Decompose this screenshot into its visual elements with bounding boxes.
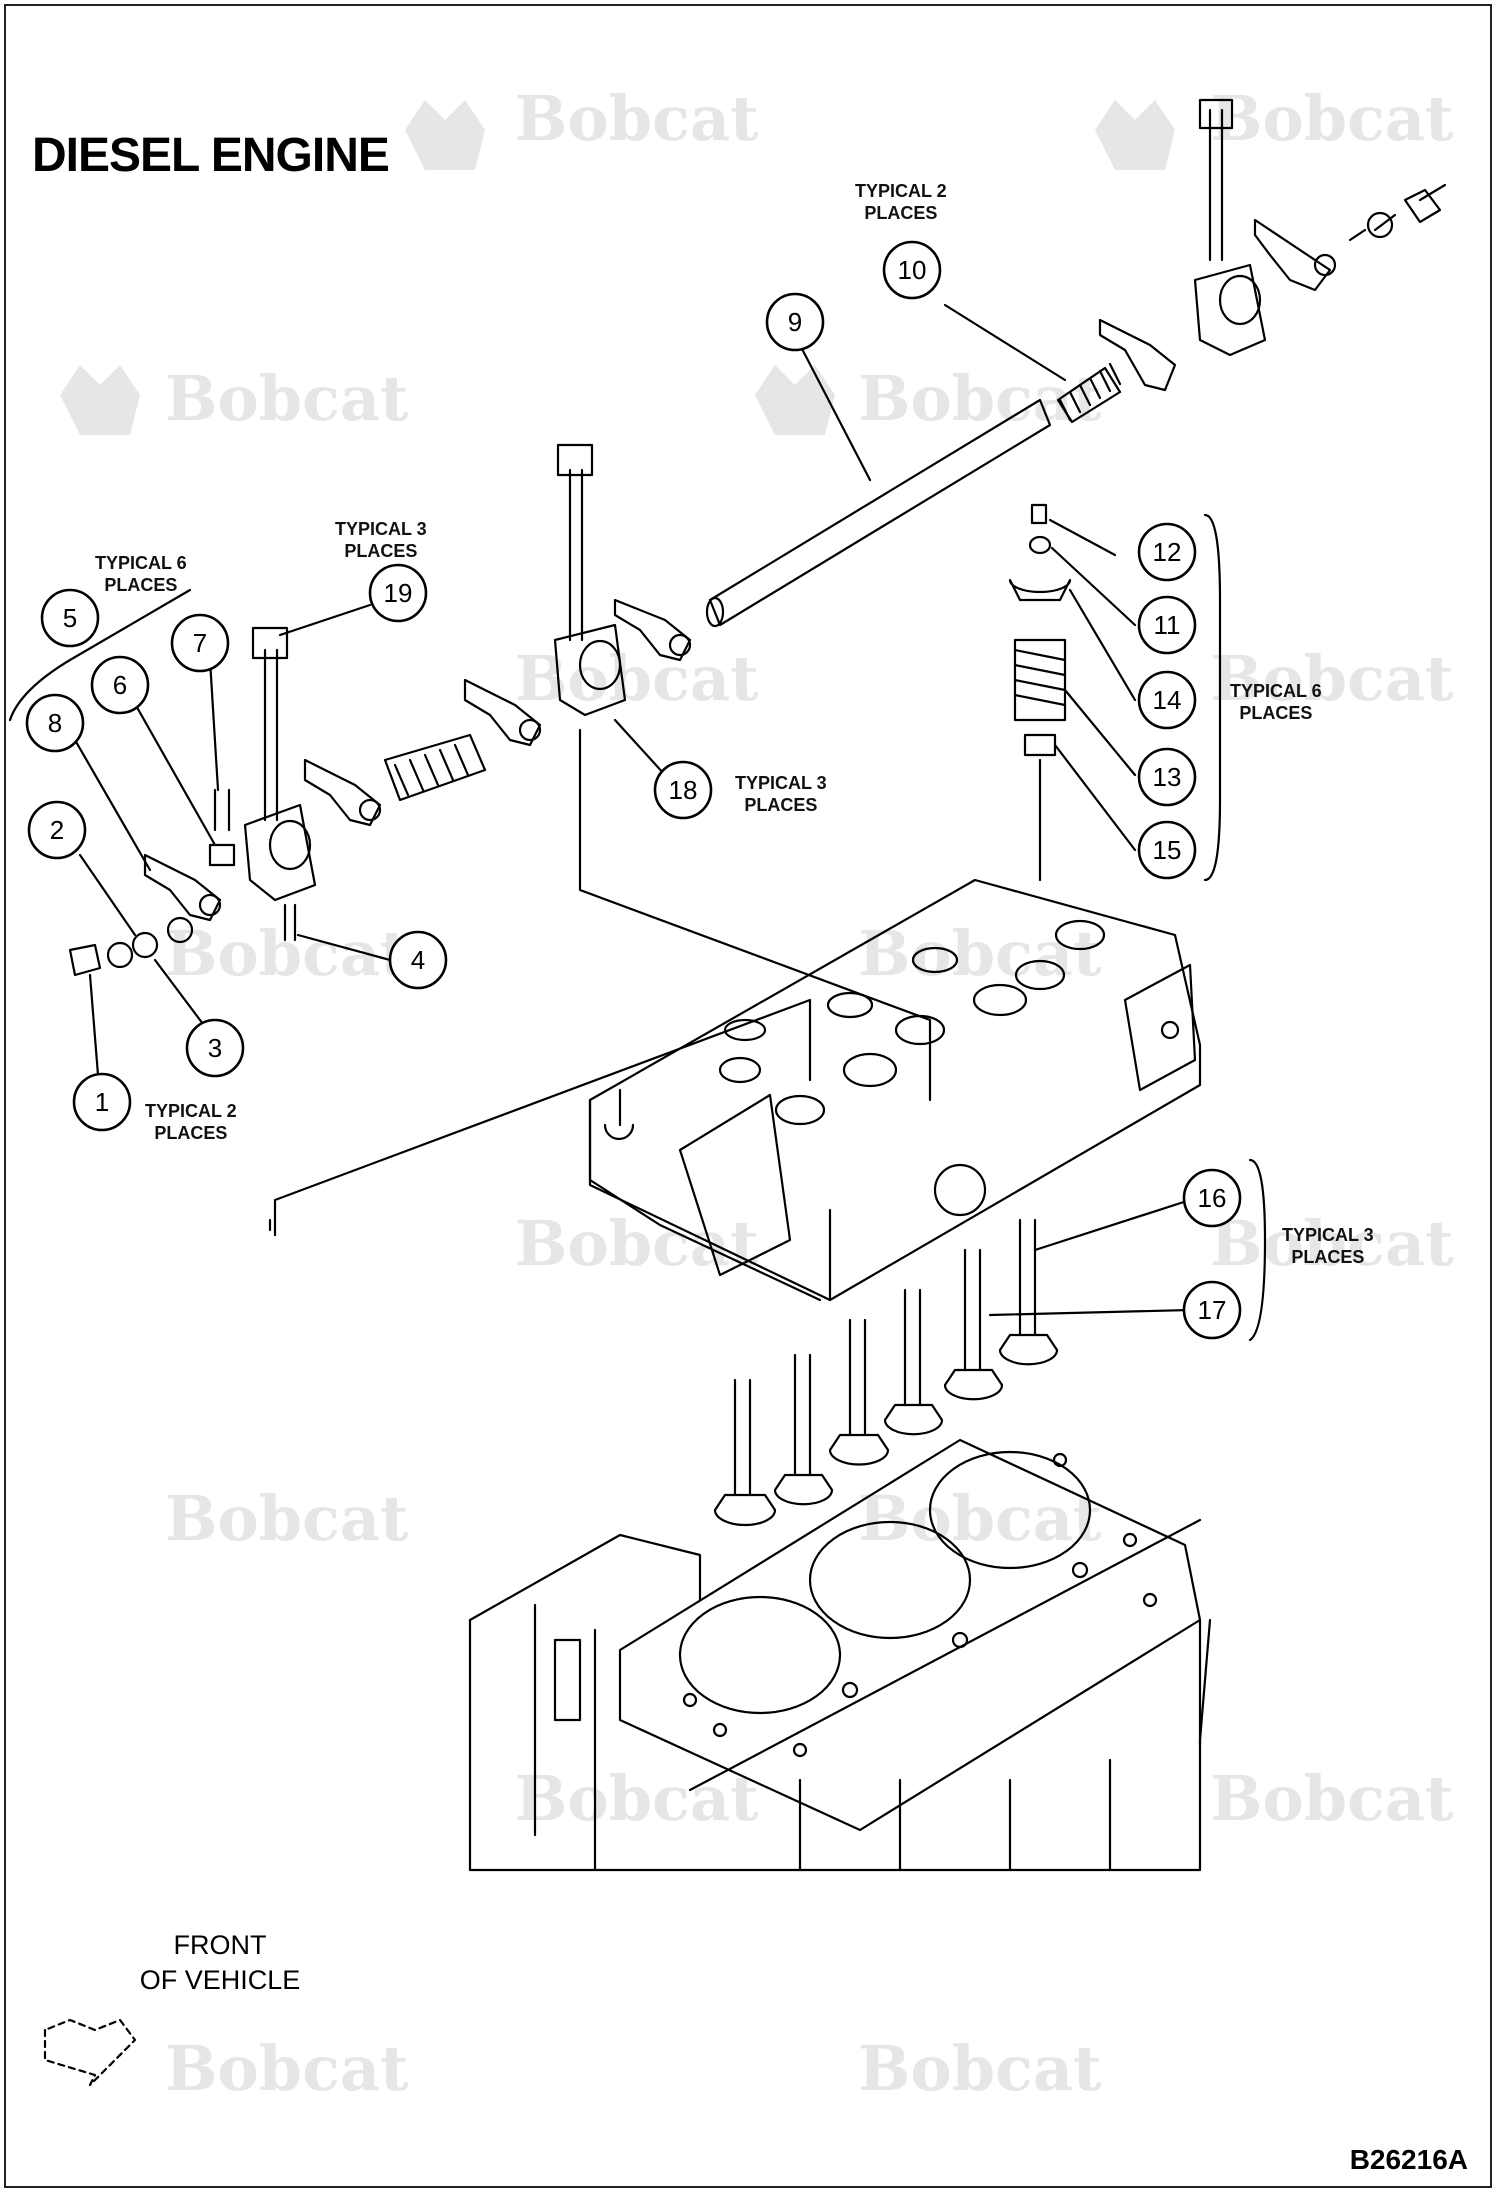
leader-lines [73,303,1192,1317]
rocker-spring-lower [383,733,487,802]
front-arrow [43,2018,137,2087]
note-line: TYPICAL 3 [1282,1225,1374,1245]
callout-circles [25,240,1242,1340]
note-typical-16: TYPICAL 3 PLACES [1282,1224,1374,1268]
watermark-text: Bobcat [858,917,1102,990]
callout-16: 16 [1198,1183,1227,1213]
note-line: TYPICAL 3 [735,773,827,793]
diagram-frame [4,4,1492,2188]
note-line: TYPICAL 6 [1230,681,1322,701]
rocker-assembly-left [68,626,382,977]
rocker-assembly-right [1098,98,1447,392]
note-typical-10: TYPICAL 2 PLACES [855,180,947,224]
watermark-text: Bobcat [858,2032,1102,2105]
callout-5: 5 [63,603,77,633]
front-of-vehicle-label: FRONT OF VEHICLE [120,1928,320,1998]
front-label-line2: OF VEHICLE [139,1965,301,1995]
note-typical-18: TYPICAL 3 PLACES [735,772,827,816]
callout-7: 7 [193,628,207,658]
callout-15: 15 [1153,835,1182,865]
callout-17: 17 [1198,1295,1227,1325]
watermark-text: Bobcat [1210,82,1454,155]
watermark-text: Bobcat [165,1482,409,1555]
callout-1: 1 [95,1087,109,1117]
watermark-text: Bobcat [858,362,1102,435]
callout-2: 2 [50,815,64,845]
watermark-group: Bobcat Bobcat Bobcat Bobcat Bobcat Bobca… [60,82,1454,2105]
watermark-text: Bobcat [1210,1207,1454,1280]
callout-10: 10 [898,255,927,285]
callout-brackets [8,513,1267,1342]
note-line: TYPICAL 6 [95,553,187,573]
callout-4: 4 [411,945,425,975]
callout-18: 18 [669,775,698,805]
callout-19: 19 [384,578,413,608]
note-line: PLACES [864,203,938,223]
watermark-text: Bobcat [515,1207,759,1280]
note-line: PLACES [744,795,818,815]
watermark-text: Bobcat [515,642,759,715]
page-title: DIESEL ENGINE [32,129,390,182]
watermark-text: Bobcat [1210,1762,1454,1835]
watermark-text: Bobcat [1210,642,1454,715]
watermark-text: Bobcat [165,362,409,435]
rocker-spring-upper [1056,362,1122,424]
rocker-shaft [705,398,1052,628]
callout-12: 12 [1153,537,1182,567]
engine-block [468,1533,1212,1872]
note-typical-valve: TYPICAL 6 PLACES [1230,680,1322,724]
callout-8: 8 [48,708,62,738]
note-line: PLACES [1291,1247,1365,1267]
callout-numbers: 1 2 3 4 5 6 7 8 9 10 11 12 13 14 15 16 1… [48,255,1227,1325]
callout-3: 3 [208,1033,222,1063]
note-line: PLACES [1239,703,1313,723]
note-line: PLACES [344,541,418,561]
front-label-line1: FRONT [173,1930,267,1960]
note-line: PLACES [104,575,178,595]
note-line: TYPICAL 2 [145,1101,237,1121]
callout-14: 14 [1153,685,1182,715]
watermark-text: Bobcat [165,917,409,990]
figure-code: B26216A [1349,2144,1468,2175]
note-line: TYPICAL 2 [855,181,947,201]
watermark-text: Bobcat [858,1482,1102,1555]
cylinder-head [588,878,1202,1302]
callout-6: 6 [113,670,127,700]
callout-13: 13 [1153,762,1182,792]
watermark-text: Bobcat [515,82,759,155]
rocker-assembly-middle [463,443,692,747]
note-line: TYPICAL 3 [335,519,427,539]
note-typical-19: TYPICAL 3 PLACES [335,518,427,562]
valves [713,1218,1059,1527]
watermark-text: Bobcat [165,2032,409,2105]
callout-9: 9 [788,307,802,337]
note-typical-1: TYPICAL 2 PLACES [145,1100,237,1144]
note-typical-5: TYPICAL 6 PLACES [95,552,187,596]
valve-spring-group [1008,503,1072,882]
note-line: PLACES [154,1123,228,1143]
head-gasket [618,1438,1202,1832]
callout-11: 11 [1154,610,1181,640]
